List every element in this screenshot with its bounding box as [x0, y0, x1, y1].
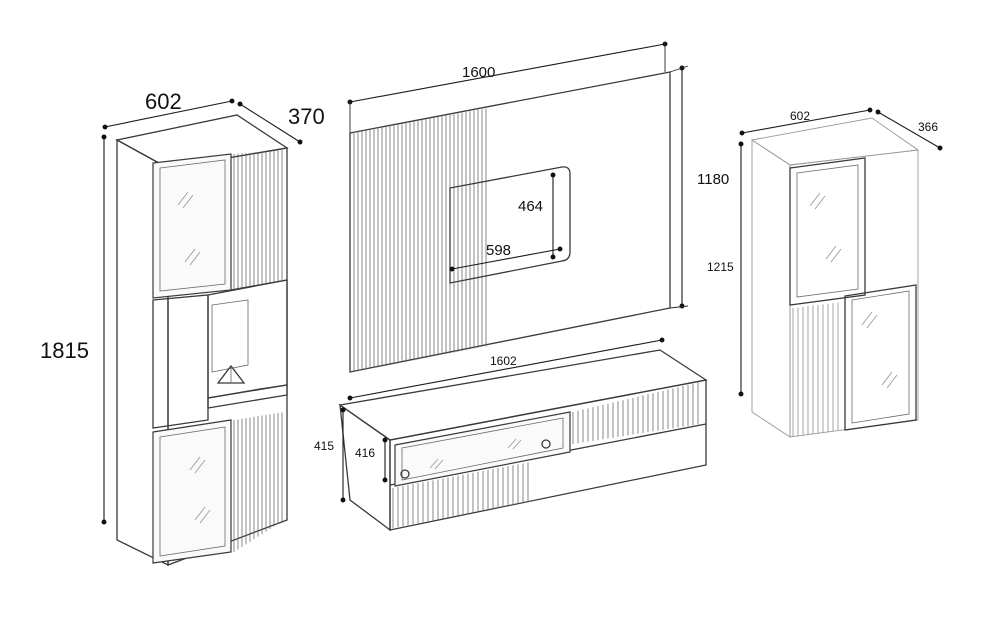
small-cabinet-width-label: 602: [790, 109, 810, 123]
tall-cabinet-upper-glass-door: [152, 153, 232, 299]
small-cabinet-lower-glass-door: [844, 284, 917, 431]
tv-stand-side: [339, 403, 391, 532]
small-cabinet-side: [751, 139, 791, 438]
panel-opening-height-label: 464: [518, 198, 543, 215]
hinge-right-icon: [541, 439, 551, 449]
tv-stand-width-label: 1602: [490, 354, 517, 368]
glass-reflection-marks: [177, 191, 211, 524]
tall-cabinet-height-label: 1815: [40, 338, 89, 363]
wall-panel-height-label: 1180: [697, 171, 729, 188]
tall-cabinet-lower-fluted-panel: [233, 412, 283, 552]
tall-cabinet-lower-glass-door: [152, 419, 232, 564]
small-cabinet-upper-glass-door: [789, 157, 866, 306]
small-cabinet: [750, 117, 920, 438]
hinge-left-icon: [400, 469, 410, 479]
tv-stand-depth-label: 416: [355, 446, 375, 460]
tv-stand-glass-flap: [394, 411, 571, 487]
tv-stand: [338, 349, 708, 532]
tv-stand-height-label: 415: [314, 439, 334, 453]
small-cabinet-top: [750, 117, 920, 166]
small-cabinet-front: [789, 149, 919, 438]
small-cabinet-fluted-panel: [792, 302, 839, 437]
wall-panel-width-label: 1600: [462, 64, 495, 81]
tv-stand-fluted-upper: [572, 382, 699, 444]
tv-stand-dimensions: 1602 415 416: [314, 337, 665, 503]
wall-panel-fluted-section: [353, 108, 487, 372]
wall-panel: [349, 71, 671, 373]
small-cabinet-dimensions: 602 366 1215: [707, 107, 943, 397]
small-cabinet-height-label: 1215: [707, 260, 734, 274]
tall-cabinet-width-label: 602: [145, 89, 182, 114]
tall-cabinet-middle-door: [152, 294, 209, 429]
small-cabinet-depth-label: 366: [918, 120, 938, 134]
tall-cabinet-shelf-plate: [207, 384, 288, 409]
tall-cabinet: [115, 114, 289, 567]
wall-panel-dimensions: 1600 1180 464 598: [347, 41, 729, 309]
tall-cabinet-dimensions: 602 370 1815: [40, 89, 325, 525]
tall-cabinet-depth-label: 370: [288, 104, 325, 129]
tall-cabinet-upper-fluted-panel: [233, 150, 283, 290]
tv-stand-fluted-front: [392, 462, 529, 528]
wall-panel-tv-opening: [449, 166, 571, 284]
panel-opening-width-label: 598: [486, 242, 511, 259]
